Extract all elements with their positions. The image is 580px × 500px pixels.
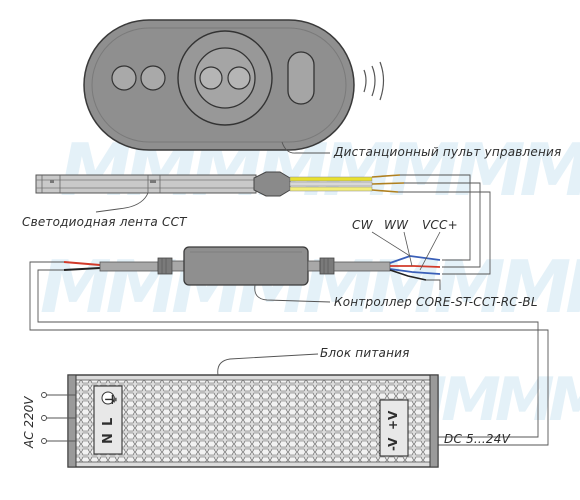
psu-label: Блок питания bbox=[320, 346, 410, 360]
psu-vplus-marking: +V bbox=[386, 410, 400, 430]
remote-label: Дистанционный пульт управления bbox=[334, 145, 562, 159]
psu-vminus-marking: -V bbox=[386, 437, 400, 451]
strip-label: Светодиодная лента CCT bbox=[22, 215, 187, 229]
remote-dial-inner bbox=[194, 47, 256, 109]
remote-button-left-2 bbox=[140, 65, 166, 91]
remote-button-left-1 bbox=[111, 65, 137, 91]
remote-dial-button-1 bbox=[199, 66, 223, 90]
led-strip bbox=[35, 171, 405, 213]
vcc-label: VCC+ bbox=[422, 218, 458, 232]
psu-l-marking: L bbox=[101, 417, 116, 426]
power-wires bbox=[29, 261, 549, 446]
remote-control bbox=[83, 19, 385, 154]
psu-n-marking: N bbox=[101, 433, 116, 444]
remote-power-button bbox=[287, 51, 315, 105]
cw-label: CW bbox=[352, 218, 373, 232]
psu-ground-marking: ⏚ bbox=[105, 392, 120, 406]
dc-label: DC 5...24V bbox=[444, 432, 510, 446]
ww-label: WW bbox=[384, 218, 409, 232]
strip-to-controller-wires bbox=[398, 174, 491, 275]
controller bbox=[63, 231, 441, 303]
controller-label: Контроллер CORE-ST-CCT-RC-BL bbox=[334, 295, 538, 309]
ac-label: AC 220V bbox=[22, 396, 36, 448]
remote-dial-button-2 bbox=[227, 66, 251, 90]
power-supply bbox=[41, 353, 439, 468]
dc-terminal-block bbox=[379, 399, 409, 457]
